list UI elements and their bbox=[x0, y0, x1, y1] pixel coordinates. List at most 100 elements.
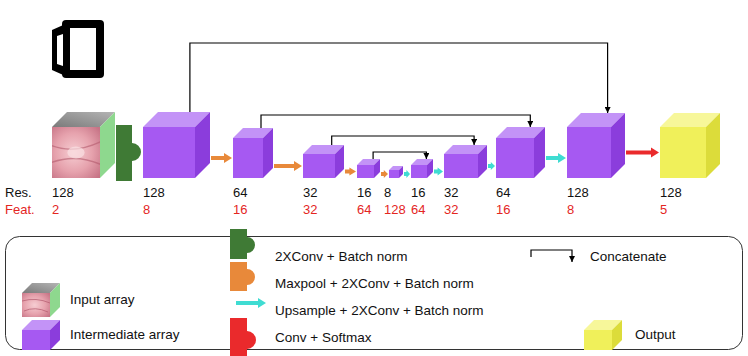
cube-side bbox=[478, 145, 487, 178]
logo-door bbox=[52, 22, 70, 78]
intermediate-array-cube: 3232 bbox=[444, 145, 487, 178]
legend-text: Intermediate array bbox=[70, 326, 180, 344]
mri-texture bbox=[52, 141, 100, 165]
logo-icon bbox=[52, 20, 104, 78]
cube-front bbox=[357, 165, 374, 178]
cube-shape bbox=[444, 145, 487, 178]
resolution-number: 8 bbox=[384, 184, 406, 201]
cube-side bbox=[195, 112, 210, 178]
intermediate-array-cube: 8128 bbox=[389, 166, 403, 178]
feature-count: 5 bbox=[660, 201, 682, 218]
legend-swatch bbox=[236, 298, 266, 308]
cube-shape bbox=[357, 159, 380, 178]
cube-front bbox=[143, 127, 195, 178]
legend-text: Conv + Softmax bbox=[275, 329, 371, 347]
cube-front bbox=[584, 330, 612, 350]
mri-texture bbox=[22, 299, 50, 312]
cube-front bbox=[22, 293, 50, 317]
cube-side bbox=[399, 166, 403, 178]
operation-arrow bbox=[381, 170, 388, 178]
intermediate-array-cube: 1664 bbox=[357, 159, 380, 178]
operation-arrow bbox=[274, 161, 302, 171]
intermediate-array-cube: 3232 bbox=[303, 145, 344, 178]
resolution-number: 16 bbox=[357, 184, 371, 201]
cube-shape bbox=[660, 113, 720, 178]
concatenate-bracket bbox=[531, 250, 572, 262]
feature-count: 8 bbox=[567, 201, 589, 218]
intermediate-array-cube: 6416 bbox=[233, 128, 273, 178]
cube-front bbox=[389, 170, 399, 178]
feature-count: 8 bbox=[143, 201, 165, 218]
feature-count: 128 bbox=[384, 201, 406, 218]
intermediate-array-cube: 1664 bbox=[411, 159, 433, 178]
resolution-number: 64 bbox=[233, 184, 247, 201]
logo-door-window bbox=[57, 34, 63, 66]
cube-side bbox=[427, 159, 433, 178]
row-label: Feat. bbox=[5, 201, 35, 218]
legend-intermediate-cube bbox=[22, 320, 60, 350]
conv-block bbox=[116, 125, 141, 181]
resolution-number: 128 bbox=[660, 184, 682, 201]
legend-swatch bbox=[230, 262, 255, 291]
resolution-number: 32 bbox=[444, 184, 458, 201]
legend-text: Maxpool + 2XConv + Batch norm bbox=[275, 275, 474, 293]
feature-count: 64 bbox=[411, 201, 425, 218]
cube-side bbox=[335, 145, 344, 178]
intermediate-array-cube: 1288 bbox=[143, 112, 210, 178]
resolution-number: 64 bbox=[496, 184, 510, 201]
legend-text: Upsample + 2XConv + Batch norm bbox=[275, 302, 484, 320]
intermediate-array-cube: 1288 bbox=[567, 113, 625, 178]
cube-side bbox=[50, 320, 60, 350]
concatenate-arrow bbox=[332, 136, 474, 145]
cube-front bbox=[303, 154, 335, 178]
cube-shape bbox=[389, 166, 403, 178]
cube-front bbox=[22, 330, 50, 350]
legend-text: Input array bbox=[70, 291, 135, 309]
operation-arrow bbox=[345, 168, 356, 176]
operation-arrow bbox=[488, 162, 495, 170]
feature-count: 32 bbox=[444, 201, 458, 218]
legend-swatch bbox=[230, 318, 256, 356]
legend-text: Output bbox=[635, 326, 676, 344]
cube-front bbox=[233, 138, 263, 178]
feature-count: 2 bbox=[52, 201, 74, 218]
cube-front bbox=[411, 165, 427, 178]
cube-shape bbox=[233, 128, 273, 178]
operation-arrow bbox=[211, 153, 232, 163]
intermediate-array-cube: 6416 bbox=[496, 127, 545, 178]
cube-side bbox=[612, 320, 622, 350]
row-label: Res. bbox=[5, 184, 32, 201]
resolution-number: 16 bbox=[411, 184, 425, 201]
logo-window bbox=[70, 28, 96, 70]
resolution-number: 32 bbox=[303, 184, 317, 201]
cube-shape bbox=[143, 112, 210, 178]
operation-arrow bbox=[546, 153, 566, 163]
resolution-number: 128 bbox=[52, 184, 74, 201]
cube-shape bbox=[567, 113, 625, 178]
cube-side bbox=[374, 159, 380, 178]
cube-shape bbox=[496, 127, 545, 178]
feature-count: 64 bbox=[357, 201, 371, 218]
output-array-cube: 1285 bbox=[660, 113, 720, 178]
legend-input-cube bbox=[22, 283, 60, 317]
cube-front bbox=[444, 154, 478, 178]
cube-side bbox=[611, 113, 625, 178]
concatenate-arrow bbox=[261, 115, 530, 128]
resolution-number: 128 bbox=[143, 184, 165, 201]
cube-front bbox=[496, 138, 534, 178]
cube-shape bbox=[303, 145, 344, 178]
concatenate-arrow bbox=[373, 152, 426, 159]
cube-shape bbox=[411, 159, 433, 178]
cube-side bbox=[50, 283, 60, 317]
cube-side bbox=[100, 112, 115, 178]
legend-swatch bbox=[230, 229, 255, 259]
operation-arrow bbox=[626, 148, 659, 158]
legend-text: Concatenate bbox=[590, 248, 667, 266]
legend-output-cube bbox=[584, 320, 622, 350]
feature-count: 16 bbox=[496, 201, 510, 218]
resolution-number: 128 bbox=[567, 184, 589, 201]
legend-text: 2XConv + Batch norm bbox=[275, 248, 407, 266]
cube-side bbox=[706, 113, 720, 178]
cube-side bbox=[534, 127, 545, 178]
legend-concatenate-sample bbox=[531, 250, 572, 262]
